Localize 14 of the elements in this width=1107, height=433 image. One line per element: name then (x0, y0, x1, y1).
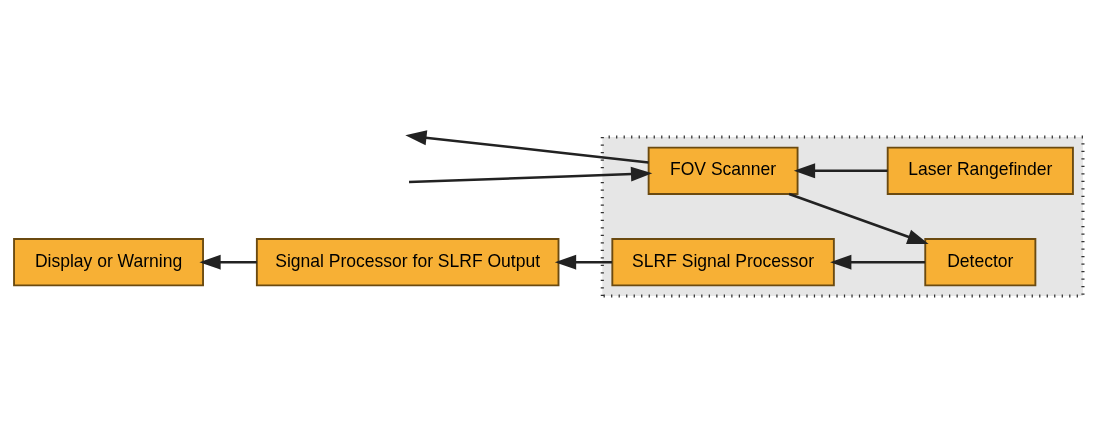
arrow (554, 254, 612, 270)
arrow (788, 192, 929, 245)
node-box: Display or Warning (13, 238, 204, 287)
node-box: Detector (924, 238, 1037, 287)
node-box: FOV Scanner (647, 146, 799, 195)
node-box: SLRF Signal Processor (611, 238, 835, 287)
arrow (830, 254, 926, 270)
arrow (793, 163, 888, 179)
arrow (409, 166, 653, 184)
arrow (405, 130, 649, 164)
cluster (600, 135, 1085, 298)
node-box: Laser Rangefinder (886, 146, 1074, 195)
node-box: Signal Processor for SLRF Output (255, 238, 560, 287)
arrow (199, 254, 257, 270)
